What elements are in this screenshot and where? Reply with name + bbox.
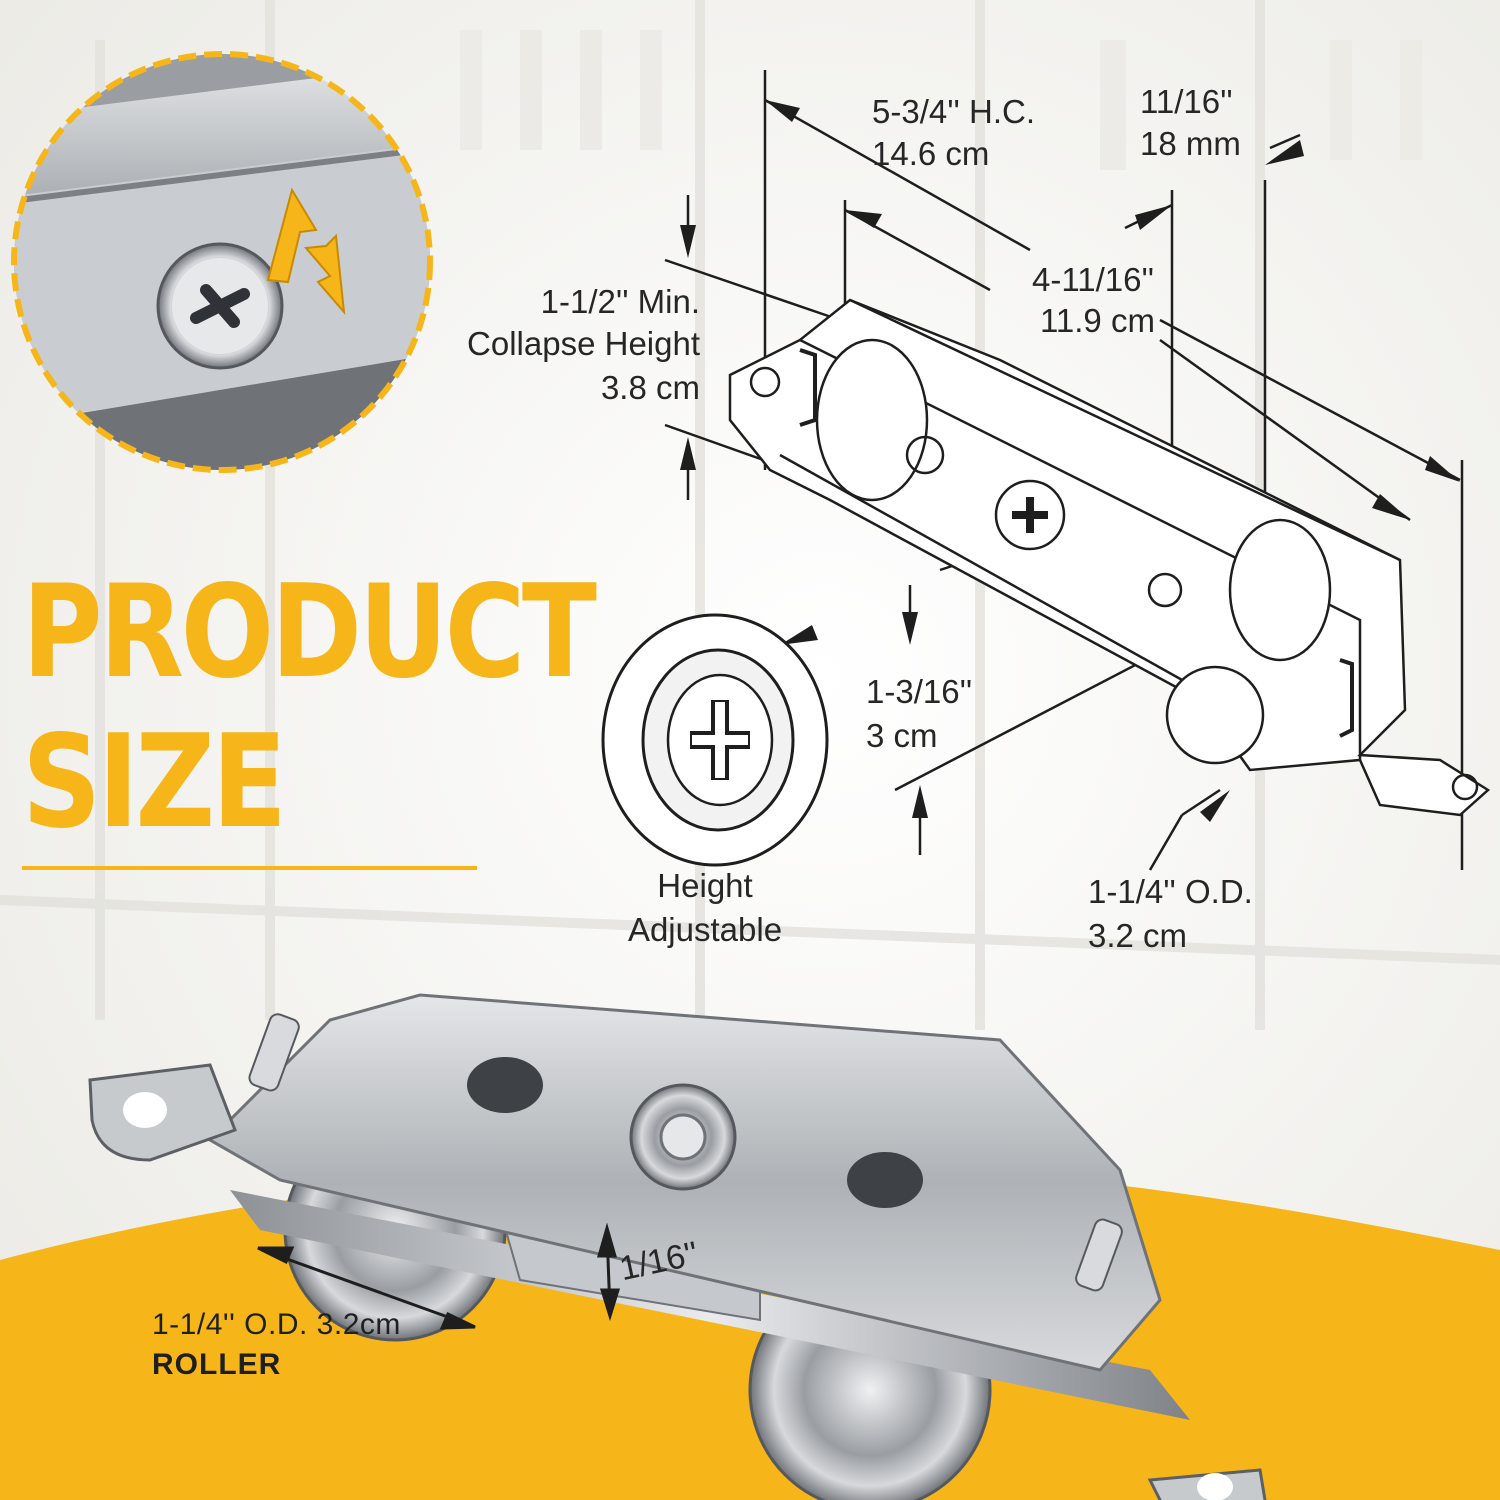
title-product: PRODUCT xyxy=(22,558,597,707)
roller-dimension: 1-1/4'' O.D. 3.2cm xyxy=(152,1308,401,1341)
length-imperial: 4-11/16'' xyxy=(1032,261,1155,298)
roller-name: ROLLER xyxy=(152,1348,282,1381)
roller-caption: 1-1/4'' O.D. 3.2cm ROLLER xyxy=(152,1305,401,1385)
height-adjustable-line1: Height xyxy=(657,867,753,904)
hole-center-imperial: 5-3/4'' H.C. xyxy=(872,93,1035,130)
adjust-range-metric: 3 cm xyxy=(866,717,938,754)
wheel-od-imperial: 1-1/4'' O.D. xyxy=(1088,873,1253,910)
hole-center-metric: 14.6 cm xyxy=(872,135,990,172)
height-adjustable-line2: Adjustable xyxy=(627,911,783,948)
collapse-height-metric: 3.8 cm xyxy=(600,369,700,406)
length-metric: 11.9 cm xyxy=(1040,302,1155,339)
title-size: SIZE xyxy=(22,708,287,857)
wheel-od-metric: 3.2 cm xyxy=(1088,917,1188,954)
adjust-range-imperial: 1-3/16'' xyxy=(866,673,973,710)
adjust-screw-detail-icon xyxy=(601,613,829,867)
collapse-height-line2: Collapse Height xyxy=(467,325,700,362)
title-underline xyxy=(22,866,477,870)
collapse-height-line1: 1-1/2'' Min. xyxy=(540,283,700,320)
thickness-imperial: 11/16'' xyxy=(1140,83,1233,120)
phillips-screw-icon xyxy=(156,242,284,370)
thickness-metric: 18 mm xyxy=(1140,125,1241,162)
up-down-arrows-icon xyxy=(266,187,346,316)
